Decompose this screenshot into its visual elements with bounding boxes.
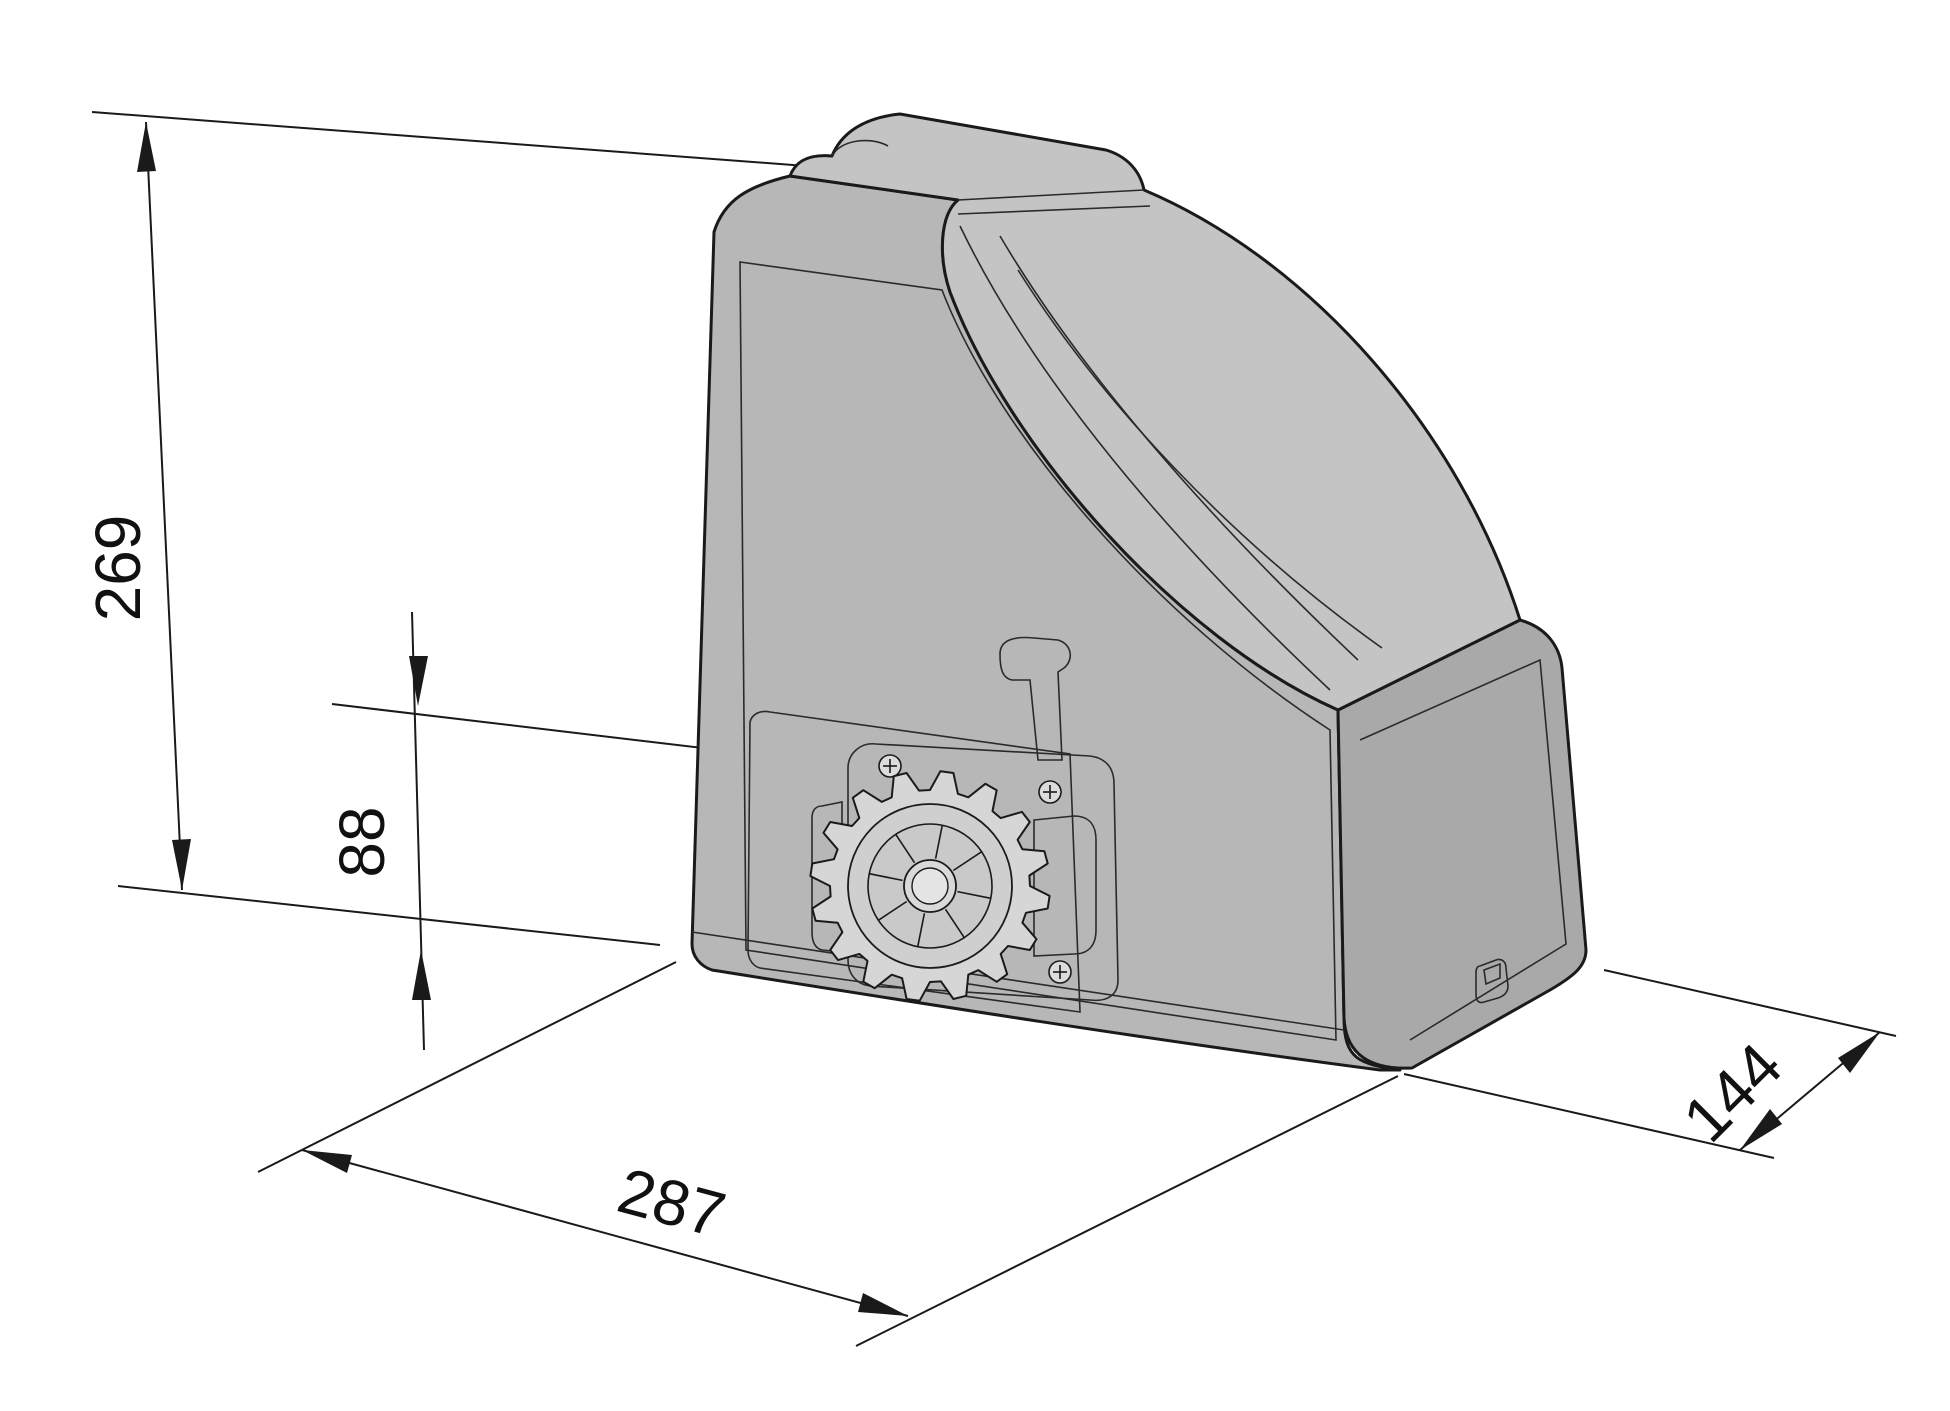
depth-extension-top: [1603, 969, 1897, 1037]
length-dimension-line: [301, 1149, 909, 1317]
depth-arrow-top: [1838, 1032, 1880, 1073]
gear-shaft-bore: [911, 867, 949, 905]
motor-housing: [690, 112, 1588, 1072]
pinion-arrow-top: [409, 656, 428, 706]
gear-spoke: [895, 833, 916, 864]
height-arrow-top: [137, 122, 156, 172]
housing-top-band-2: [957, 205, 1151, 215]
height-arrow-bottom: [172, 839, 191, 890]
gear-spoke: [934, 825, 944, 859]
gear-mounting-plate: [847, 743, 1119, 1002]
length-extension-left: [257, 961, 677, 1173]
side-latch: [1475, 958, 1509, 1004]
housing-top-notch: [831, 139, 889, 157]
housing-top-ridge-3: [1017, 269, 1383, 649]
housing-right-face: [1336, 618, 1588, 1070]
housing-front-panel-outline: [739, 261, 1337, 1041]
release-lever: [999, 636, 1071, 761]
screw-top-left-icon: [878, 754, 902, 778]
housing-bottom-edge: [691, 931, 1345, 1031]
screw-bottom-right-icon: [1048, 960, 1072, 984]
recess-outline: [747, 710, 1081, 1013]
gear-spoke: [957, 890, 991, 900]
side-latch-body: [1475, 958, 1509, 1004]
gear-guide-right: [1033, 815, 1097, 957]
drive-recess: [747, 636, 1119, 1013]
side-latch-tab: [1483, 962, 1501, 986]
gear-spoke: [877, 900, 908, 921]
dimension-lines: [91, 111, 1897, 1347]
gear-spokes: [869, 825, 991, 947]
gear-spoke: [916, 913, 926, 947]
gear-spoke: [952, 851, 983, 872]
housing-side-inner-line: [1359, 658, 1567, 1041]
height-extension-bottom: [117, 885, 661, 946]
depth-extension-bottom: [1403, 1073, 1775, 1159]
height-total-label: 269: [82, 515, 154, 622]
depth-label: 144: [1669, 1029, 1795, 1155]
gear-guide-left: [811, 801, 843, 953]
length-arrow-right: [858, 1293, 908, 1316]
pinion-gear: [809, 770, 1051, 1002]
length-extension-right: [855, 1075, 1399, 1347]
length-label: 287: [611, 1154, 733, 1251]
screw-top-right-icon: [1038, 780, 1062, 804]
housing-top-band: [957, 189, 1145, 201]
housing-top-surface: [788, 112, 1522, 712]
housing-top-ridge: [959, 225, 1331, 691]
length-arrow-left: [302, 1150, 352, 1173]
depth-arrow-bottom: [1740, 1109, 1782, 1150]
gear-spoke: [869, 872, 903, 882]
gear-spoke: [944, 908, 965, 939]
pinion-arrow-bottom: [412, 950, 431, 1000]
height-dimension-line: [145, 121, 183, 891]
height-extension-top: [91, 111, 807, 167]
pinion-height-label: 88: [326, 806, 398, 877]
